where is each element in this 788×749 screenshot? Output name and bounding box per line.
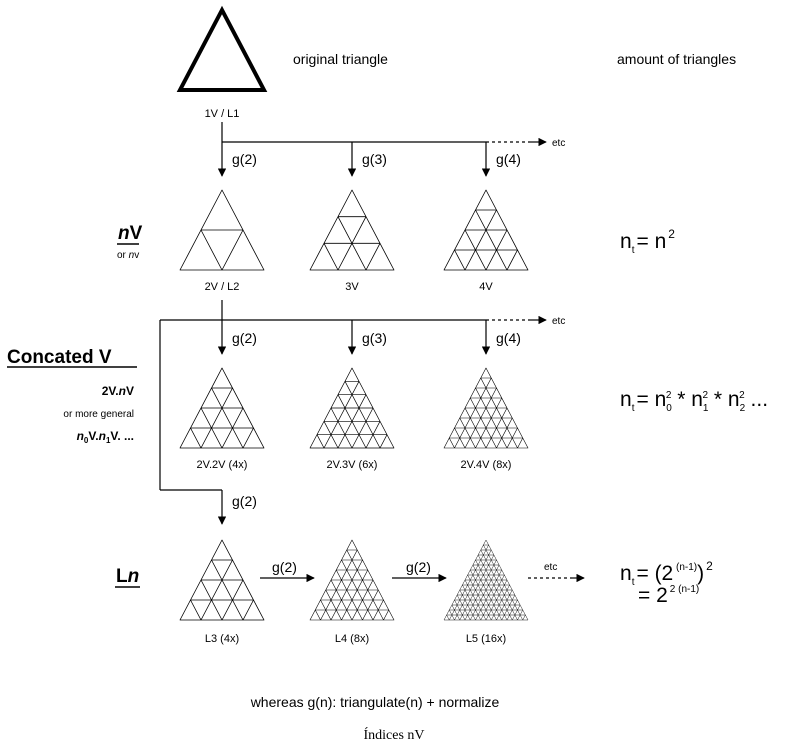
original-triangle-label: original triangle xyxy=(293,51,388,67)
triangle-2v xyxy=(179,189,265,271)
etc-label-c: etc xyxy=(544,562,557,573)
section-concat-title: Concated V xyxy=(7,347,137,368)
row2-caption-2v3v: 2V.3V (6x) xyxy=(327,459,378,471)
arrow-label-g4-b: g(4) xyxy=(496,330,521,346)
etc-label-a: etc xyxy=(552,138,565,149)
arrow-label-g2-a: g(2) xyxy=(232,151,257,167)
row3-caption-l4: L4 (8x) xyxy=(335,633,369,645)
triangle-4v xyxy=(443,189,529,271)
svg-text:nV: nV xyxy=(118,223,143,244)
section-nv-title: nV xyxy=(117,223,143,245)
arrow-label-g2-c: g(2) xyxy=(232,493,257,509)
section-concat-sub3: n0V.n1V. ... xyxy=(77,429,134,445)
arrow-label-g3-a: g(3) xyxy=(362,151,387,167)
row2-caption-2v4v: 2V.4V (8x) xyxy=(461,459,512,471)
formula-concat: nt= n02 * n12 * n22 ... xyxy=(620,388,768,414)
triangle-2v-4v xyxy=(443,367,529,449)
row1-caption-2v: 2V / L2 xyxy=(205,281,240,293)
triangle-l5 xyxy=(443,539,529,621)
row1-caption-4v: 4V xyxy=(479,281,493,293)
row2-triangles xyxy=(179,367,529,449)
arrow-label-g3-b: g(3) xyxy=(362,330,387,346)
row1-triangles xyxy=(179,189,529,271)
arrow-label-g2-d: g(2) xyxy=(272,559,297,575)
triangle-2v-3v xyxy=(309,367,395,449)
svg-text:nt= n02 * n12 * n22 ...: nt= n02 * n12 * n22 ... xyxy=(620,388,768,414)
svg-text:nt= (2 (n-1))2: nt= (2 (n-1))2 xyxy=(620,559,713,588)
svg-text:Ln: Ln xyxy=(116,566,139,587)
svg-text:nt= n2: nt= n2 xyxy=(620,227,675,256)
section-concat-sub2: or more general xyxy=(63,409,134,420)
footer-note: whereas g(n): triangulate(n) + normalize xyxy=(250,694,500,710)
amount-of-triangles-label: amount of triangles xyxy=(617,51,736,67)
branch-arrows-top xyxy=(217,122,547,177)
figure-caption: Índices nV xyxy=(363,726,424,743)
row3-caption-l5: L5 (16x) xyxy=(466,633,506,645)
triangle-l4 xyxy=(309,539,395,621)
arrow-label-g2-b: g(2) xyxy=(232,330,257,346)
section-nv-subtitle: or nv xyxy=(117,250,139,261)
arrow-label-g2-e: g(2) xyxy=(406,559,431,575)
section-concat-sub1: 2V.nV xyxy=(102,384,134,398)
svg-text:Concated V: Concated V xyxy=(7,347,112,368)
base-caption: 1V / L1 xyxy=(205,108,240,120)
original-triangle xyxy=(176,5,268,92)
row2-caption-2v2v: 2V.2V (4x) xyxy=(197,459,248,471)
section-ln-title: Ln xyxy=(115,566,140,588)
row3-caption-l3: L3 (4x) xyxy=(205,633,239,645)
svg-text:= 22 (n-1): = 22 (n-1) xyxy=(638,584,699,607)
branch-arrows-middle xyxy=(159,300,547,525)
row1-caption-3v: 3V xyxy=(345,281,359,293)
row3-triangles xyxy=(179,539,529,621)
triangle-l3 xyxy=(179,539,265,621)
triangle-3v xyxy=(309,189,395,271)
etc-label-b: etc xyxy=(552,316,565,327)
triangle-2v-2v xyxy=(179,367,265,449)
arrow-label-g4-a: g(4) xyxy=(496,151,521,167)
